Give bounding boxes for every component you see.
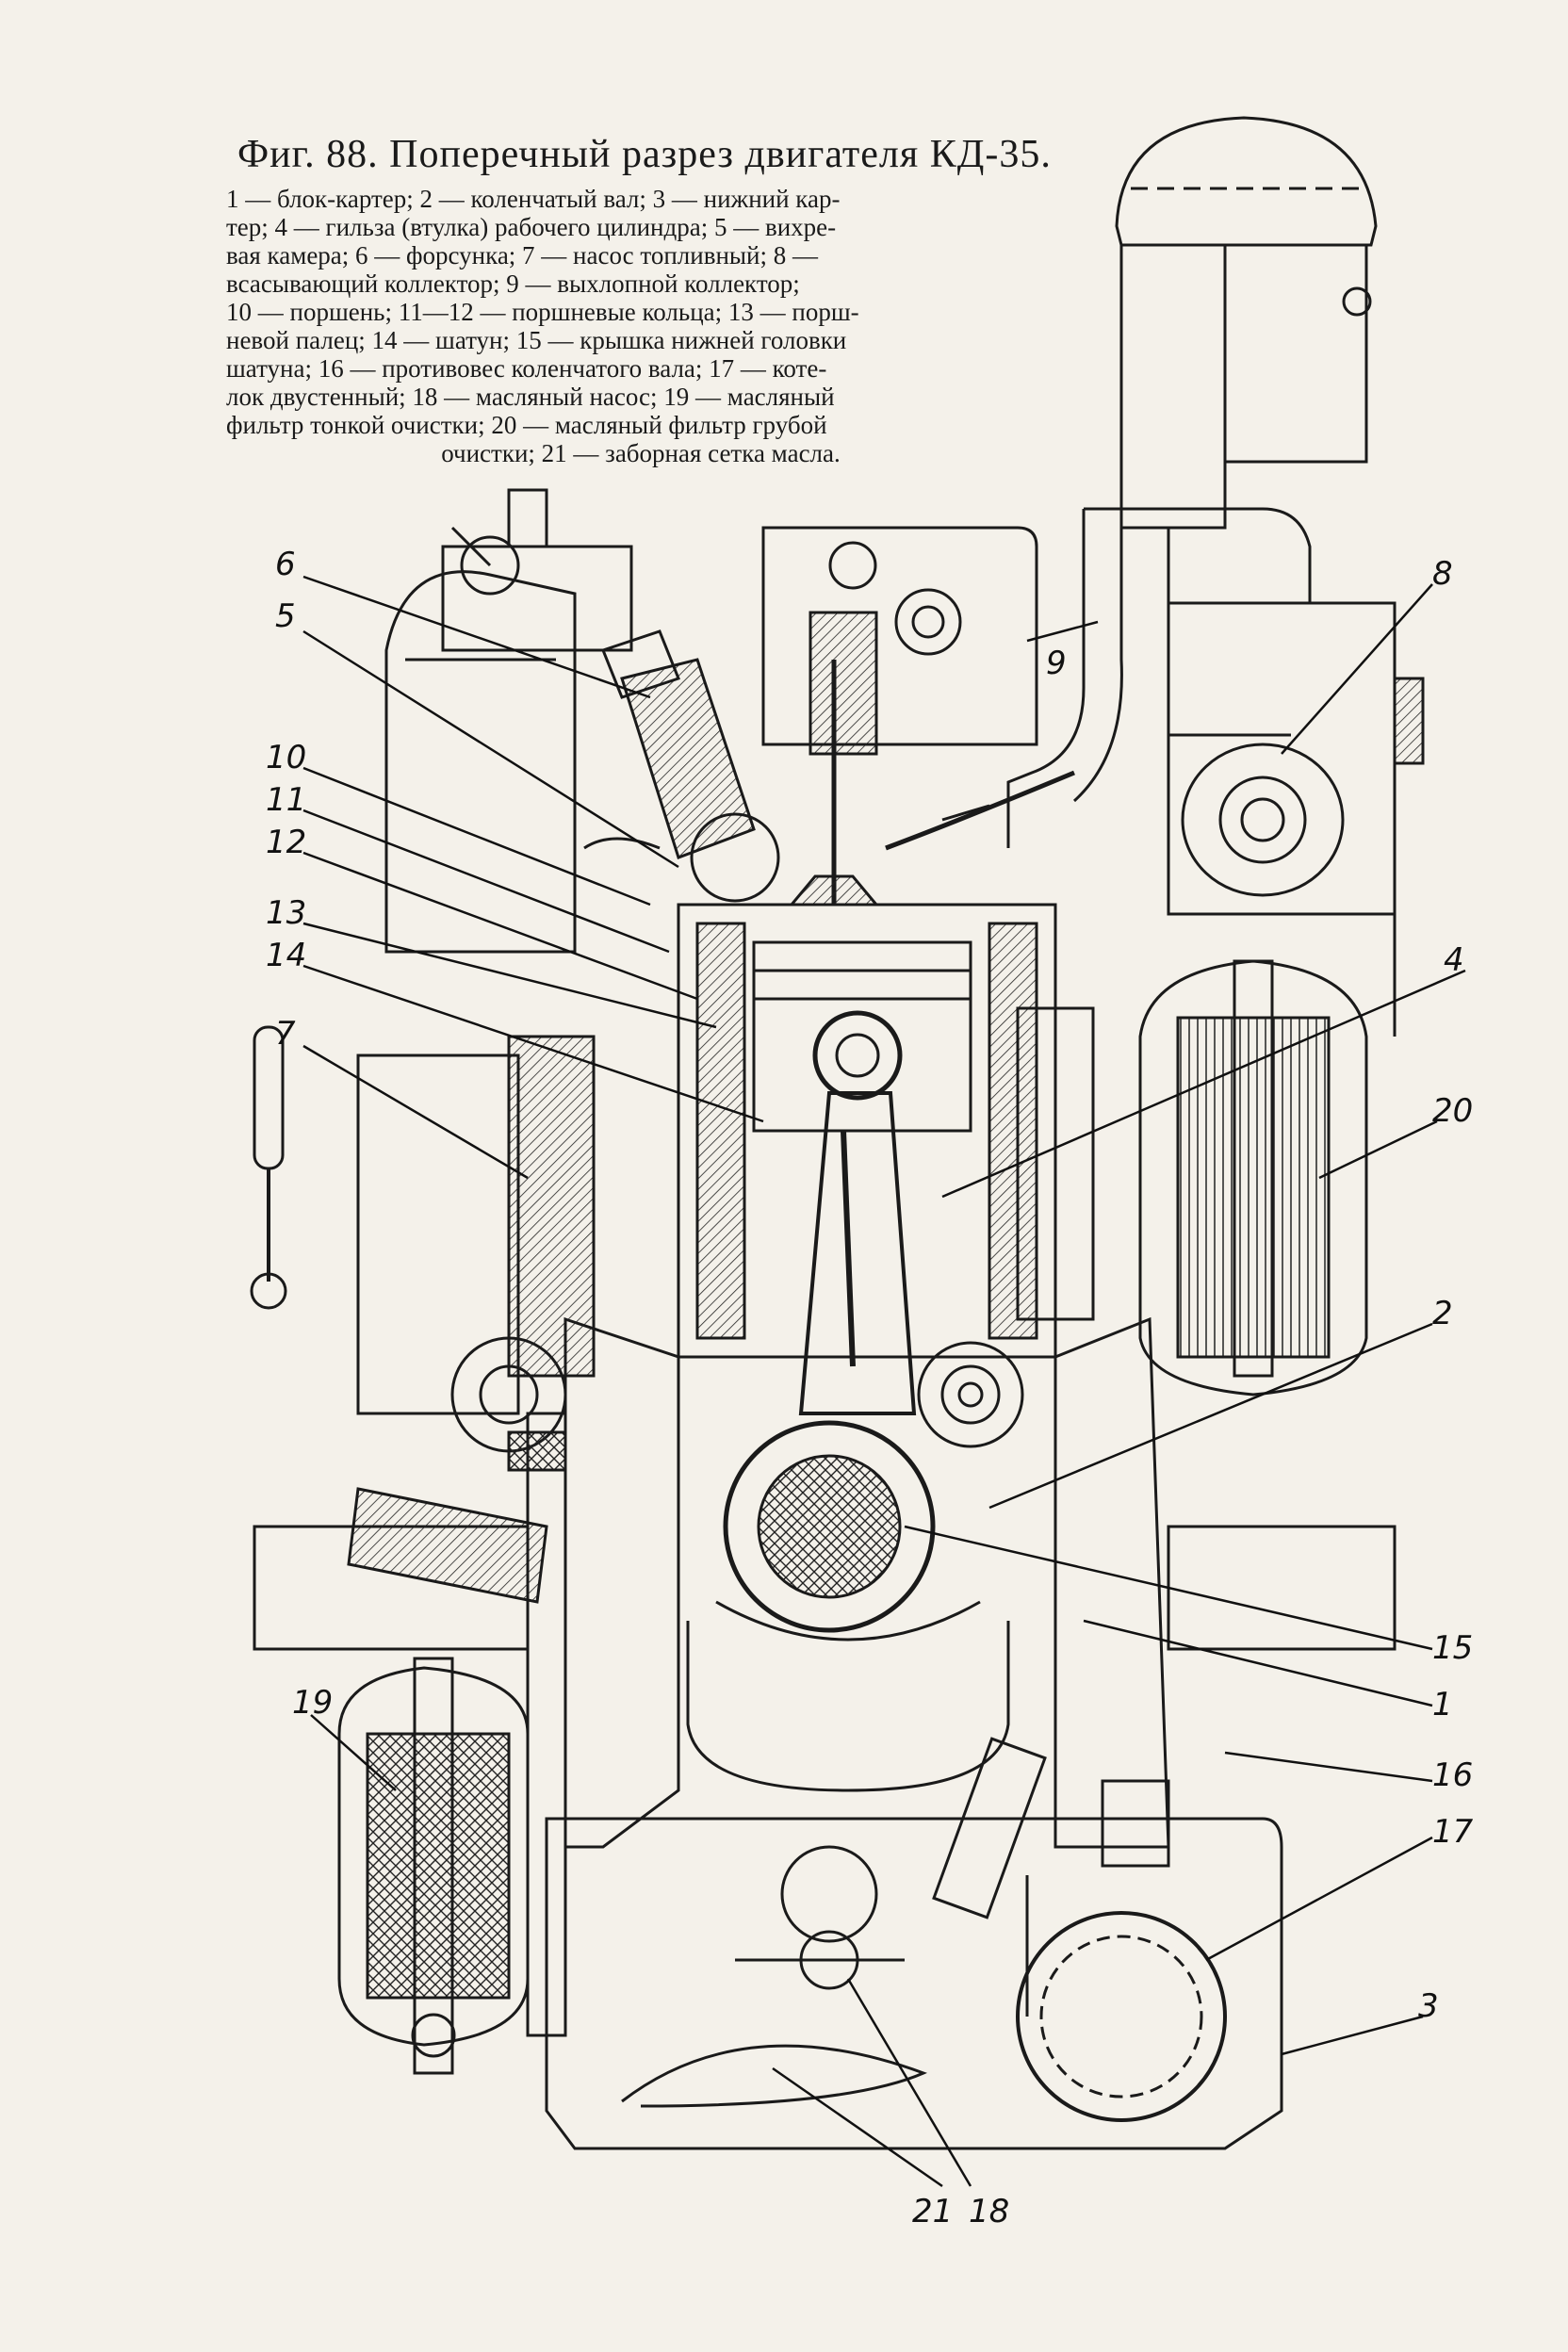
caption-line: шатуна; 16 — противовес коленчатого вала… — [226, 354, 827, 383]
callout-9: 9 — [1046, 645, 1067, 682]
caption-line: фильтр тонкой очистки; 20 — масляный фил… — [226, 411, 827, 439]
callout-14: 14 — [266, 937, 306, 974]
engine-outline — [250, 116, 1425, 2150]
callout-6: 6 — [275, 546, 296, 583]
figure-caption: 1 — блок-картер; 2 — коленчатый вал; 3 —… — [226, 185, 1055, 467]
callout-13: 13 — [266, 894, 306, 932]
callout-3: 3 — [1418, 1987, 1439, 2025]
callout-16: 16 — [1432, 1756, 1473, 1794]
caption-line: тер; 4 — гильза (втулка) рабочего цилинд… — [226, 213, 837, 241]
callout-18: 18 — [969, 2193, 1009, 2230]
callout-labels: 6 5 10 11 12 13 14 7 4 8 9 20 2 15 1 16 … — [266, 546, 1474, 2230]
callout-11: 11 — [266, 781, 306, 819]
callout-21: 21 — [912, 2193, 953, 2230]
caption-line: 10 — поршень; 11—12 — поршневые кольца; … — [226, 298, 859, 326]
callout-15: 15 — [1432, 1629, 1473, 1667]
callout-7: 7 — [275, 1015, 296, 1053]
caption-line: всасывающий коллектор; 9 — выхлопной кол… — [226, 270, 800, 298]
caption-line: лок двустенный; 18 — масляный насос; 19 … — [226, 383, 835, 411]
callout-8: 8 — [1432, 555, 1453, 593]
callout-10: 10 — [266, 739, 306, 776]
callout-19: 19 — [292, 1684, 333, 1722]
callout-12: 12 — [266, 824, 306, 861]
caption-line: очистки; 21 — заборная сетка масла. — [441, 439, 841, 467]
leader-lines — [302, 575, 1466, 2188]
callout-2: 2 — [1432, 1295, 1453, 1332]
callout-1: 1 — [1432, 1686, 1453, 1723]
callout-4: 4 — [1444, 941, 1464, 979]
callout-5: 5 — [275, 597, 296, 635]
caption-line: вая камера; 6 — форсунка; 7 — насос топл… — [226, 241, 818, 270]
caption-line: 1 — блок-картер; 2 — коленчатый вал; 3 —… — [226, 185, 841, 213]
figure-title: Фиг. 88. Поперечный разрез двигателя КД-… — [237, 133, 1052, 176]
callout-20: 20 — [1432, 1092, 1473, 1130]
caption-line: невой палец; 14 — шатун; 15 — крышка ниж… — [226, 326, 847, 354]
callout-17: 17 — [1432, 1813, 1474, 1851]
